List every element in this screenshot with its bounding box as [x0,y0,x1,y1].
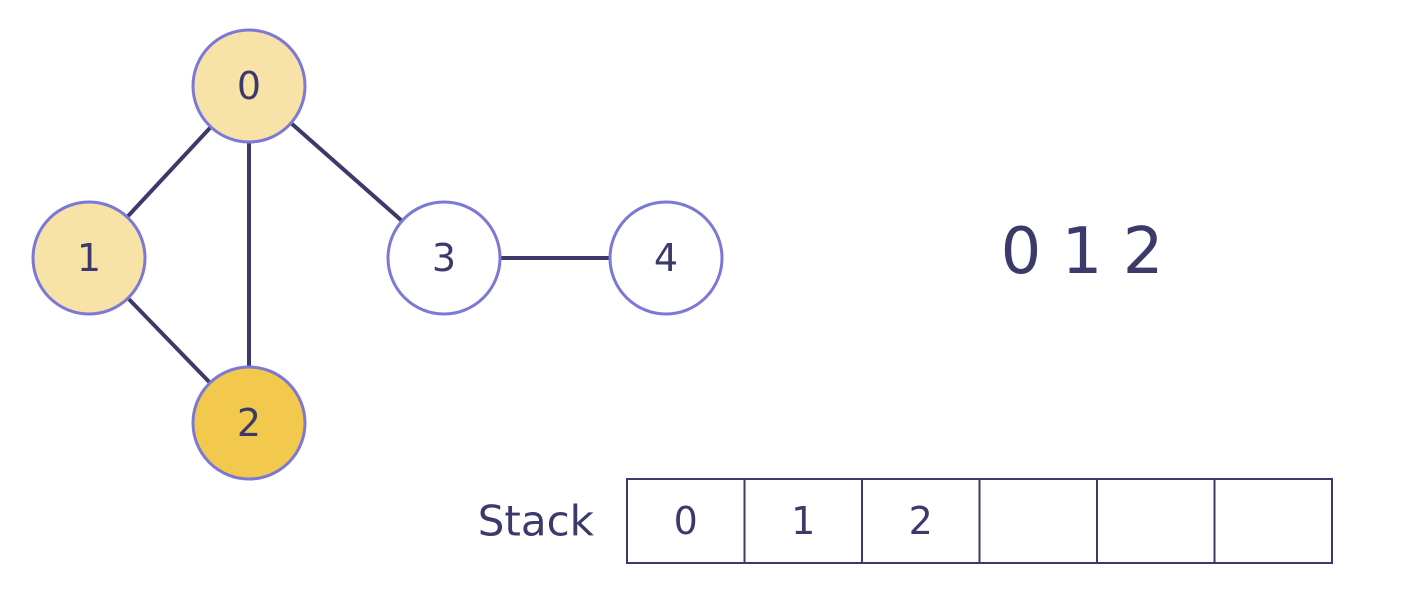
stack-cell-value: 2 [909,499,933,543]
node-1-label: 1 [77,236,101,280]
stack-cell [1213,478,1333,564]
stack-cell: 0 [626,478,746,564]
node-0-circle [191,28,307,144]
node-3-label: 3 [432,236,456,280]
node-4-circle [608,200,724,316]
node-1: 1 [31,200,147,316]
stack-cell-box [1213,478,1333,564]
stack-cell-value: 0 [674,499,698,543]
node-3-circle [386,200,502,316]
stack-cell [1096,478,1216,564]
stack-cell-box [1096,478,1216,564]
stack-cell-box [861,478,981,564]
nodes-layer: 0 1 2 3 4 [31,28,724,481]
stack-cell: 2 [861,478,981,564]
traversal-order-text: 0 1 2 [1001,215,1164,289]
node-2: 2 [191,365,307,481]
stack-cell-box [743,478,863,564]
edges-layer [87,84,668,425]
node-4-label: 4 [654,236,678,280]
node-0: 0 [191,28,307,144]
node-1-circle [31,200,147,316]
stack-cell-value: 1 [791,499,815,543]
node-4: 4 [608,200,724,316]
stack-cell: 1 [743,478,863,564]
node-3: 3 [386,200,502,316]
node-0-label: 0 [237,64,261,108]
stack-cell [978,478,1098,564]
stack-label: Stack [478,497,595,546]
stack-cell-box [626,478,746,564]
node-2-circle [191,365,307,481]
stack-cells: 0 1 2 [626,478,1333,564]
stack-cell-box [978,478,1098,564]
node-2-label: 2 [237,401,261,445]
